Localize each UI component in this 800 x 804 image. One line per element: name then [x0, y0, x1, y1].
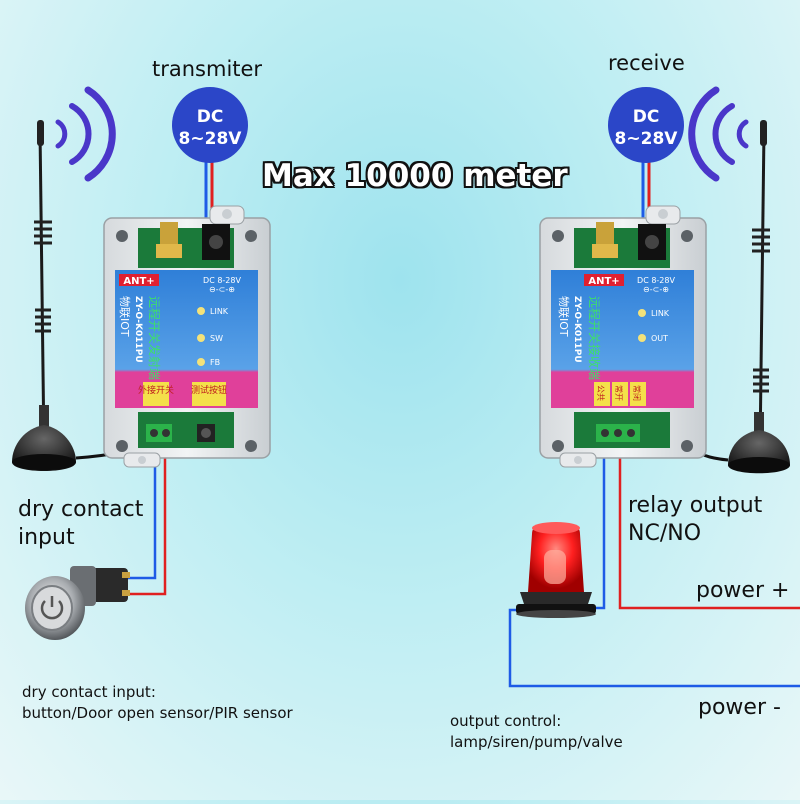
- tx-led-sw: [197, 334, 205, 342]
- output-desc-line1: output control:: [450, 712, 562, 730]
- svg-text:⊖-⊂-⊕: ⊖-⊂-⊕: [643, 285, 669, 294]
- rx-led-link: [638, 309, 646, 317]
- rx-badge-line1: DC: [633, 107, 660, 127]
- tx-input-wire-red: [128, 440, 167, 596]
- power-minus-wire: [508, 608, 800, 688]
- tx-ant-label: ANT+: [123, 276, 154, 287]
- transmitter-label: transmiter: [152, 57, 263, 81]
- tx-led-link: [197, 307, 205, 315]
- transmitter-device: ANT+ DC 8-28V ⊖-⊂-⊕ 物联IOT ZY-O-K011PU 远程…: [103, 205, 271, 468]
- output-desc-line2: lamp/siren/pump/valve: [450, 733, 623, 751]
- push-button-icon: [25, 566, 130, 640]
- power-plus-label: power +: [696, 578, 790, 603]
- dry-contact-label-line1: dry contact: [18, 497, 144, 522]
- tx-name: 远程开关发射端: [147, 296, 162, 380]
- tx-btn-right-label: 测试按钮: [191, 384, 227, 396]
- relay-output-label-line1: relay output: [628, 493, 763, 518]
- relay-output-label-line2: NC/NO: [628, 521, 702, 546]
- svg-text:LINK: LINK: [210, 307, 229, 316]
- rx-brand: 物联IOT: [557, 296, 571, 337]
- input-desc-line2: button/Door open sensor/PIR sensor: [22, 704, 293, 722]
- receiver-device: ANT+ DC 8-28V ⊖-⊂-⊕ 物联IOT ZY-O-K011PU 远程…: [539, 205, 707, 468]
- tx-led-fb: [197, 358, 205, 366]
- tx-brand: 物联IOT: [118, 296, 132, 337]
- svg-text:LINK: LINK: [651, 309, 670, 318]
- rx-signal-icon: [688, 86, 749, 182]
- diagram-title: Max 10000 meter: [262, 158, 568, 194]
- tx-btn-left-label: 外接开关: [138, 384, 174, 396]
- tx-power-badge: DC 8~28V: [172, 87, 248, 163]
- svg-text:常闭: 常闭: [632, 385, 641, 401]
- rx-output-wire-red: [618, 440, 800, 610]
- tx-badge-line2: 8~28V: [179, 129, 243, 149]
- svg-text:FB: FB: [210, 358, 220, 367]
- svg-text:SW: SW: [210, 334, 223, 343]
- tx-badge-line1: DC: [197, 107, 224, 127]
- tx-signal-icon: [55, 86, 116, 182]
- power-minus-label: power -: [698, 695, 781, 720]
- rx-badge-line2: 8~28V: [615, 129, 679, 149]
- tx-model: ZY-O-K011PU: [133, 296, 143, 363]
- svg-text:⊖-⊂-⊕: ⊖-⊂-⊕: [209, 285, 235, 294]
- svg-text:OUT: OUT: [651, 334, 668, 343]
- svg-text:常开: 常开: [614, 385, 623, 401]
- svg-text:公共: 公共: [596, 385, 605, 401]
- tx-dc-label: DC 8-28V: [203, 276, 241, 285]
- rx-led-out: [638, 334, 646, 342]
- receiver-label: receive: [608, 51, 685, 75]
- dry-contact-label-line2: input: [18, 525, 75, 550]
- tx-input-wire-blue: [128, 440, 157, 580]
- rx-ant-label: ANT+: [588, 276, 619, 287]
- tx-antenna: [12, 120, 179, 471]
- rx-model: ZY-O-K011PU: [572, 296, 582, 363]
- warning-lamp-icon: [516, 522, 596, 618]
- rx-dc-label: DC 8-28V: [637, 276, 675, 285]
- rx-power-badge: DC 8~28V: [608, 87, 684, 163]
- input-desc-line1: dry contact input:: [22, 683, 156, 701]
- rx-name: 远程开关接收端: [587, 296, 602, 380]
